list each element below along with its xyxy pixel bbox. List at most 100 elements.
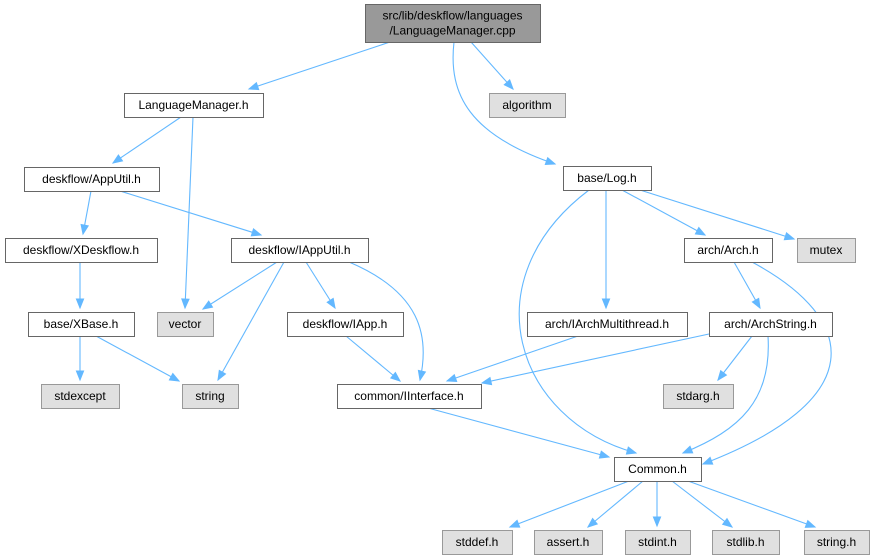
node-label: deskflow/IAppUtil.h — [248, 243, 350, 257]
edge-arrowhead — [652, 516, 662, 528]
node-arch-h[interactable]: arch/Arch.h — [684, 238, 773, 263]
edge-base_log_h-to-iarchmultithread_h — [601, 190, 611, 310]
node-box — [527, 312, 688, 337]
node-languagemanager-h[interactable]: LanguageManager.h — [124, 93, 264, 118]
node-label: /LanguageManager.cpp — [389, 24, 515, 38]
node-assert-h: assert.h — [534, 530, 603, 555]
edge-line — [518, 189, 637, 454]
node-xdeskflow-h[interactable]: deskflow/XDeskflow.h — [5, 238, 158, 263]
edge-xbase_h-to-string — [95, 335, 181, 382]
edge-xbase_h-to-stdexcept — [75, 336, 85, 382]
node-box — [797, 238, 856, 263]
node-box — [614, 457, 702, 482]
edge-line — [202, 261, 278, 310]
node-box — [709, 312, 833, 337]
node-box — [442, 530, 513, 555]
node-box — [365, 4, 541, 43]
edge-arrowhead — [598, 450, 611, 459]
edge-line — [587, 480, 644, 528]
nodes-layer: src/lib/deskflow/languages/LanguageManag… — [5, 4, 870, 555]
node-label: mutex — [810, 243, 843, 257]
node-iapp-h[interactable]: deskflow/IApp.h — [287, 312, 404, 337]
edge-arrowhead — [250, 228, 263, 237]
node-label: LanguageManager.h — [138, 98, 248, 112]
edge-languagemanager_h-to-appUtil_h — [111, 116, 182, 164]
node-string: string — [182, 384, 239, 409]
node-box — [124, 93, 264, 118]
node-box — [663, 384, 734, 409]
node-box — [5, 238, 158, 263]
node-label: src/lib/deskflow/languages — [382, 9, 522, 23]
edge-line — [217, 261, 285, 381]
node-box — [563, 166, 652, 191]
node-box — [231, 238, 369, 263]
node-root[interactable]: src/lib/deskflow/languages/LanguageManag… — [365, 4, 541, 43]
node-label: Common.h — [628, 462, 687, 476]
node-label: common/IInterface.h — [354, 389, 463, 403]
node-label: assert.h — [547, 535, 590, 549]
edge-line — [348, 261, 424, 381]
node-iarchmultithread-h[interactable]: arch/IArchMultithread.h — [527, 312, 688, 337]
node-appUtil-h[interactable]: deskflow/AppUtil.h — [24, 167, 160, 192]
node-mutex: mutex — [797, 238, 856, 263]
edge-arch_h-to-archstring_h — [733, 261, 761, 310]
node-box — [287, 312, 404, 337]
node-string-h: string.h — [804, 530, 870, 555]
edge-archstring_h-to-iinterface_h — [480, 333, 710, 386]
edge-arrowhead — [217, 369, 227, 382]
edge-archstring_h-to-stdarg_h — [717, 335, 753, 382]
edge-line — [452, 41, 556, 165]
node-label: deskflow/AppUtil.h — [42, 172, 141, 186]
edge-line — [639, 189, 795, 240]
node-iapputil-h[interactable]: deskflow/IAppUtil.h — [231, 238, 369, 263]
edge-line — [687, 480, 816, 528]
node-archstring-h[interactable]: arch/ArchString.h — [709, 312, 833, 337]
edge-root-to-base_log_h — [452, 41, 557, 166]
node-label: stdexcept — [54, 389, 106, 403]
edge-line — [671, 480, 733, 528]
edge-line — [621, 189, 706, 236]
edge-base_log_h-to-mutex — [639, 189, 796, 241]
node-label: vector — [169, 317, 202, 331]
edge-arrowhead — [701, 456, 714, 465]
node-label: stddef.h — [456, 535, 499, 549]
edge-arrowhead — [508, 519, 521, 528]
edge-base_log_h-to-common_h — [518, 189, 638, 455]
edge-arrowhead — [586, 517, 599, 528]
edge-common_h-to-stdlib_h — [671, 480, 734, 528]
edge-line — [481, 333, 710, 384]
edge-arrowhead — [417, 369, 427, 382]
edge-arrowhead — [804, 519, 817, 528]
edge-line — [702, 261, 832, 465]
edge-arrowhead — [625, 446, 638, 455]
node-label: string — [195, 389, 224, 403]
node-box — [337, 384, 482, 409]
edge-arrowhead — [694, 226, 707, 236]
edge-arrowhead — [80, 223, 90, 236]
edge-arrowhead — [751, 297, 761, 310]
edge-line — [470, 41, 514, 90]
node-label: deskflow/IApp.h — [303, 317, 388, 331]
node-base-log-h[interactable]: base/Log.h — [563, 166, 652, 191]
node-xbase-h[interactable]: base/XBase.h — [28, 312, 135, 337]
edge-base_log_h-to-arch_h — [621, 189, 707, 236]
node-algorithm: algorithm — [489, 93, 566, 118]
edge-line — [446, 335, 579, 382]
node-stdexcept: stdexcept — [41, 384, 120, 409]
edge-appUtil_h-to-xdeskflow_h — [80, 190, 92, 236]
edge-line — [509, 480, 630, 528]
edge-line — [95, 335, 180, 382]
edge-iapputil_h-to-iapp_h — [305, 261, 336, 310]
node-label: stdarg.h — [676, 389, 719, 403]
node-label: arch/ArchString.h — [724, 317, 817, 331]
node-box — [534, 530, 603, 555]
node-iinterface-h[interactable]: common/IInterface.h — [337, 384, 482, 409]
edge-arrowhead — [445, 373, 458, 383]
node-box — [24, 167, 160, 192]
edge-arrowhead — [480, 376, 493, 386]
node-label: string.h — [817, 535, 856, 549]
node-box — [157, 312, 214, 337]
node-common-h[interactable]: Common.h — [614, 457, 702, 482]
edge-common_h-to-stddef_h — [508, 480, 630, 528]
